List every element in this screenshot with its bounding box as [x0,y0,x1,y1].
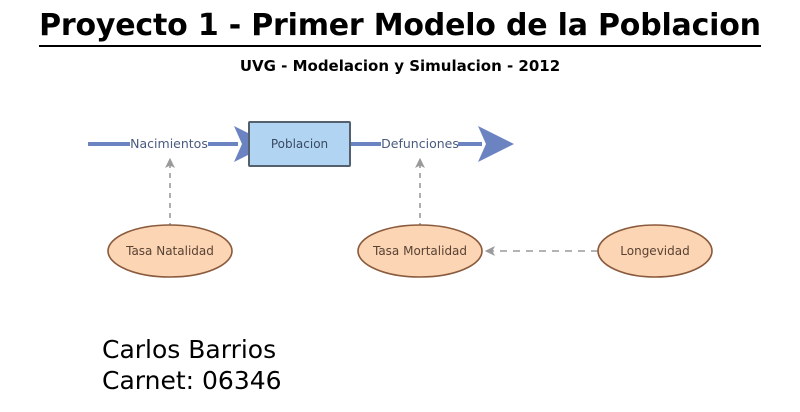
longevidad-label: Longevidad [620,244,689,258]
author-carnet: Carnet: 06346 [102,366,282,396]
converter-longevidad[interactable]: Longevidad [597,224,713,278]
flow-outflow[interactable]: Defunciones [351,126,514,162]
inflow-label: Nacimientos [130,136,208,151]
author-name: Carlos Barrios [102,335,277,364]
flow-inflow[interactable]: Nacimientos [88,126,270,162]
stock-label: Poblacion [271,137,328,151]
page-title-text: Proyecto 1 - Primer Modelo de la Poblaci… [39,8,761,47]
page-title: Proyecto 1 - Primer Modelo de la Poblaci… [0,8,800,47]
tasa-mortalidad-label: Tasa Mortalidad [372,244,467,258]
tasa-mortalidad-ellipse [357,224,483,278]
stock-poblacion[interactable]: Poblacion [248,121,351,167]
outflow-label: Defunciones [381,136,459,151]
stock-box [248,121,351,167]
tasa-natalidad-label: Tasa Natalidad [125,244,214,258]
author-block: Carlos Barrios Carnet: 06346 [102,334,282,397]
longevidad-ellipse [597,224,713,278]
tasa-natalidad-ellipse [107,224,233,278]
page-subtitle: UVG - Modelacion y Simulacion - 2012 [239,57,561,75]
converter-tasa-mortalidad[interactable]: Tasa Mortalidad [357,224,483,278]
converter-tasa-natalidad[interactable]: Tasa Natalidad [107,224,233,278]
